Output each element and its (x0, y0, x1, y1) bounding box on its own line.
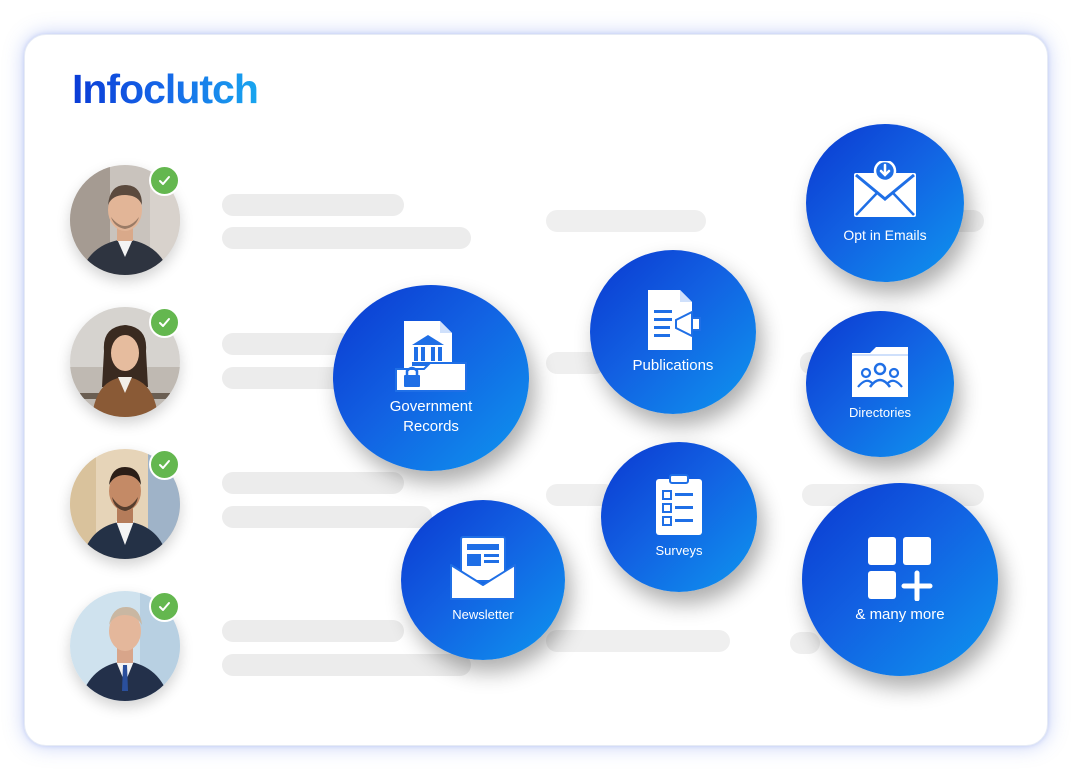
newsletter-envelope-icon (450, 536, 516, 600)
source-label: Publications (632, 357, 714, 374)
source-label: Surveys (655, 543, 703, 558)
verified-check-icon (149, 449, 180, 480)
placeholder-bar (546, 210, 706, 232)
placeholder-bar (222, 333, 352, 355)
placeholder-bar (222, 654, 471, 676)
source-label: Opt in Emails (843, 227, 927, 243)
source-opt-in-emails: Opt in Emails (806, 124, 964, 282)
source-label-line2: Records (403, 418, 459, 435)
government-building-lock-icon (395, 321, 467, 392)
placeholder-bar (790, 632, 820, 654)
profile-avatar-3 (70, 449, 180, 559)
verified-check-icon (149, 307, 180, 338)
placeholder-bar (546, 352, 606, 374)
source-label: Directories (848, 405, 912, 420)
verified-check-icon (149, 165, 180, 196)
placeholder-bar (222, 472, 404, 494)
envelope-download-icon (854, 161, 916, 217)
source-government-records: Government Records (333, 285, 529, 471)
document-megaphone-icon (648, 290, 701, 350)
source-directories: Directories (806, 311, 954, 457)
source-many-more: & many more (802, 483, 998, 676)
placeholder-bar (222, 367, 352, 389)
profile-avatar-2 (70, 307, 180, 417)
grid-plus-icon (868, 536, 933, 601)
placeholder-bar (546, 630, 730, 652)
placeholder-bar (222, 506, 432, 528)
source-publications: Publications (590, 250, 756, 414)
source-surveys: Surveys (601, 442, 757, 592)
source-label: Newsletter (452, 607, 514, 622)
verified-check-icon (149, 591, 180, 622)
source-newsletter: Newsletter (401, 500, 565, 660)
folder-people-icon (852, 347, 908, 397)
clipboard-checklist-icon (656, 474, 702, 535)
source-label: & many more (855, 605, 945, 623)
profile-avatar-1 (70, 165, 180, 275)
placeholder-bar (222, 194, 404, 216)
logo: Infoclutch (72, 66, 259, 112)
source-label: Government (389, 398, 473, 415)
profile-avatar-4 (70, 591, 180, 701)
placeholder-bar (546, 484, 616, 506)
placeholder-bar (222, 620, 404, 642)
placeholder-bar (222, 227, 471, 249)
